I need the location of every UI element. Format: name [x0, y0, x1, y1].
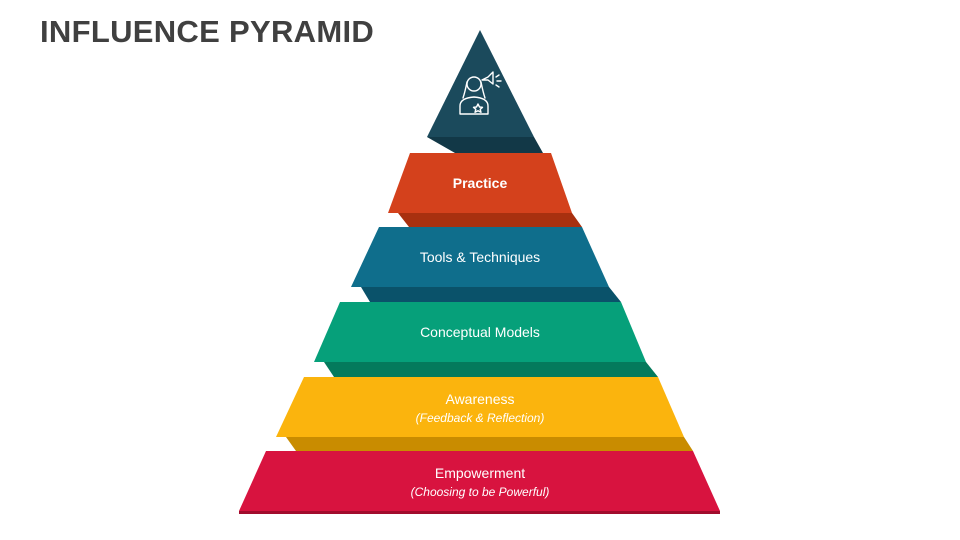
tier-label: Empowerment	[435, 465, 525, 481]
tier-sublabel: (Feedback & Reflection)	[416, 411, 545, 425]
tier-shadow-band	[324, 362, 658, 377]
tier-label: Practice	[453, 175, 508, 191]
apex-shadow-band	[427, 137, 543, 153]
tier-label: Tools & Techniques	[420, 249, 540, 265]
slide-title: INFLUENCE PYRAMID	[40, 14, 375, 49]
tier-label: Conceptual Models	[420, 324, 540, 340]
pyramid-tier	[351, 227, 609, 287]
tier-shadow-band	[286, 437, 693, 451]
tier-label: Awareness	[445, 391, 514, 407]
pyramid-tier	[314, 302, 646, 362]
pyramid-tier	[388, 153, 572, 213]
tier-sublabel: (Choosing to be Powerful)	[411, 485, 550, 499]
base-shadow	[239, 511, 720, 514]
tier-shadow-band	[361, 287, 621, 302]
tier-shadows	[239, 137, 720, 514]
pyramid-tier	[239, 451, 720, 511]
pyramid-tier	[276, 377, 684, 437]
woman-with-megaphone-icon	[459, 71, 502, 115]
tier-shadow-band	[398, 213, 582, 227]
